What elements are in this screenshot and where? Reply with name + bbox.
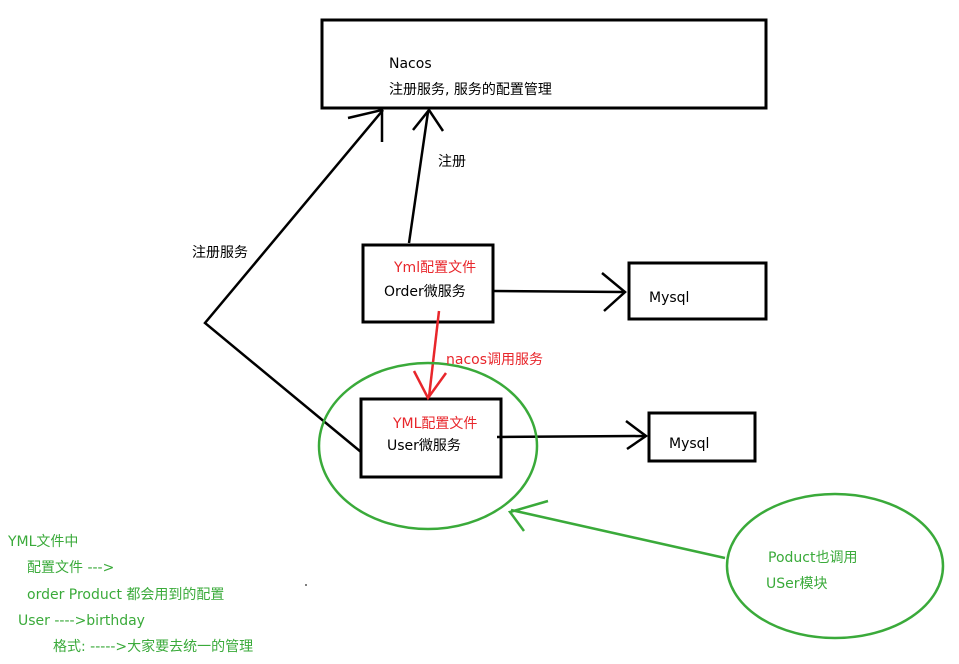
order-mysql-label: Mysql — [649, 290, 690, 306]
order-mysql-arrow — [492, 272, 627, 312]
user-highlight-ellipse — [317, 361, 539, 531]
notes-line-3: order Product 都会用到的配置 — [27, 587, 225, 603]
order-mysql-box — [627, 261, 768, 321]
nacos-subtitle: 注册服务, 服务的配置管理 — [389, 82, 552, 98]
product-ellipse — [725, 492, 945, 640]
notes-line-5: 格式: ----->大家要去统一的管理 — [53, 639, 254, 655]
user-mysql-label: Mysql — [669, 436, 710, 452]
order-service-box — [361, 243, 495, 324]
order-config-label: Yml配置文件 — [394, 260, 477, 276]
nacos-call-arrow — [412, 310, 448, 401]
register-label: 注册 — [438, 154, 466, 170]
nacos-box — [320, 18, 768, 110]
product-line-1: Poduct也调用 — [768, 550, 858, 566]
product-line-2: USer模块 — [766, 576, 828, 592]
stray-dot — [305, 584, 307, 586]
register-service-label: 注册服务 — [192, 245, 248, 261]
user-mysql-box — [647, 411, 757, 463]
user-register-arrow — [203, 108, 384, 453]
product-to-user-arrow — [507, 499, 726, 560]
order-register-arrow — [407, 107, 445, 244]
nacos-title: Nacos — [389, 56, 432, 72]
user-config-label: YML配置文件 — [393, 416, 478, 432]
user-service-label: User微服务 — [387, 438, 461, 454]
notes-line-1: YML文件中 — [8, 534, 79, 550]
notes-line-2: 配置文件 ---> — [27, 560, 115, 576]
user-mysql-arrow — [496, 420, 649, 451]
order-service-label: Order微服务 — [384, 284, 466, 300]
notes-line-4: User ---->birthday — [18, 613, 145, 629]
nacos-call-label: nacos调用服务 — [446, 352, 544, 368]
